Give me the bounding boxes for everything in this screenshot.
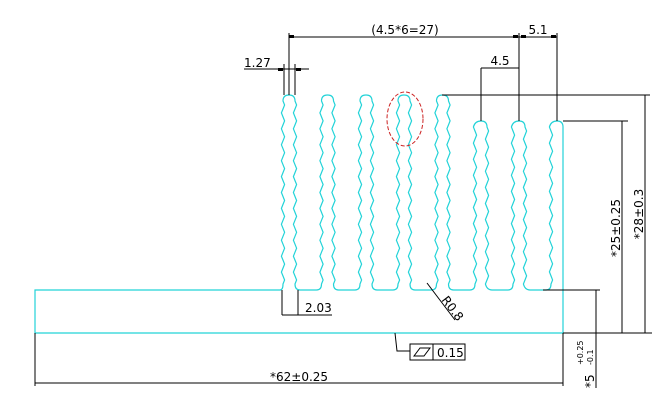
pitch-total-dimension: (4.5*6=27) 5.1 — [288, 23, 558, 121]
overall-width-dimension: *62±0.25 — [34, 333, 564, 386]
fin-thickness-label: 1.27 — [244, 56, 271, 70]
pitch-dimension: 4.5 — [480, 54, 519, 121]
root-radius-label: R0.8 — [439, 293, 467, 323]
end-pitch-label: 5.1 — [528, 23, 547, 37]
root-gap-dimension: 2.03 — [281, 290, 332, 316]
highlight-ellipse — [386, 91, 424, 147]
flatness-value: 0.15 — [437, 346, 464, 360]
pitch-label: 4.5 — [490, 54, 509, 68]
base-thickness-label: *5 — [583, 374, 597, 388]
pitch-total-label: (4.5*6=27) — [371, 23, 438, 37]
height-short-label: *25±0.25 — [609, 199, 623, 257]
height-tall-label: *28±0.3 — [632, 189, 646, 239]
base-tol-lower: -0.1 — [586, 349, 595, 365]
root-gap-label: 2.03 — [305, 301, 332, 315]
overall-width-label: *62±0.25 — [270, 370, 328, 384]
flatness-icon — [413, 347, 431, 357]
root-radius-leader: R0.8 — [426, 282, 467, 324]
heatsink-profile — [34, 94, 564, 334]
fin-thickness-dimension: 1.27 — [244, 56, 309, 95]
base-tol-upper: +0.25 — [576, 340, 585, 365]
height-dimensions: *25±0.25 *28±0.3 *5 +0.25 -0.1 — [442, 94, 652, 388]
flatness-callout: 0.15 — [394, 332, 466, 361]
